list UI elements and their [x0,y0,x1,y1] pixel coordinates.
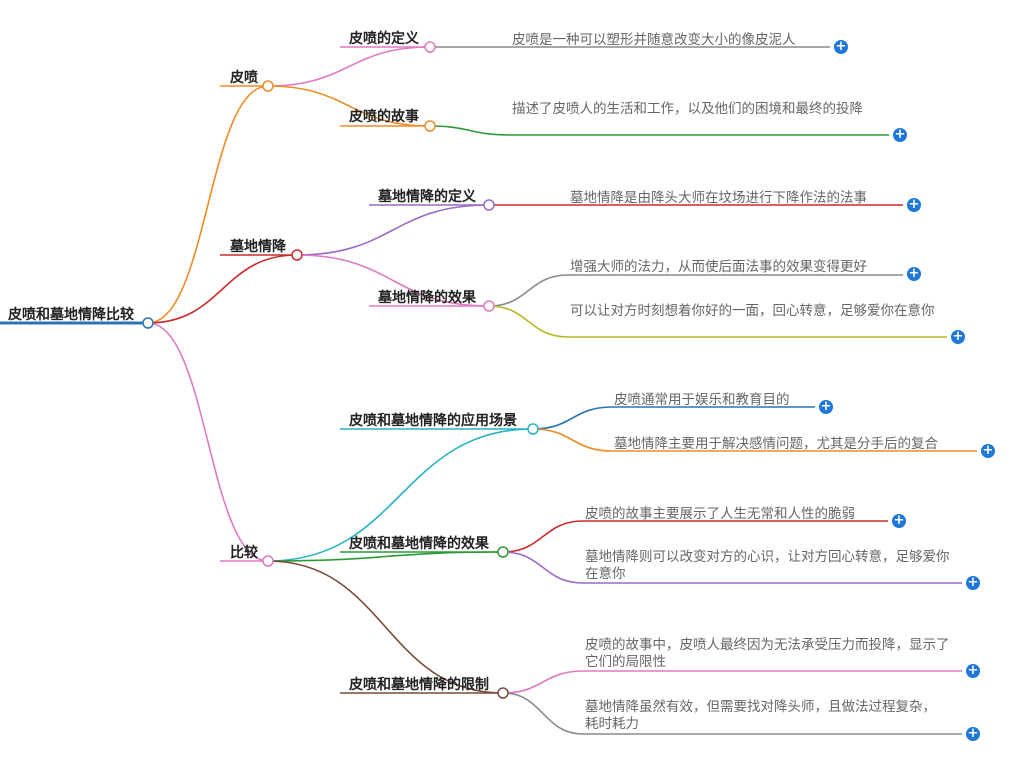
connector [488,305,569,338]
topic-compare-scenarios[interactable]: 皮喷和墓地情降的应用场景 [349,413,517,429]
branch-node-circle [262,80,274,92]
connector [267,428,534,562]
topic-compare-effects[interactable]: 皮喷和墓地情降的效果 [349,536,489,552]
expand-plus-icon[interactable]: + [907,266,921,281]
connector [267,85,431,127]
branch-node-circle [291,249,303,261]
root-topic[interactable]: 皮喷和墓地情降比较 [8,307,134,323]
connector-root-comparison [147,322,269,562]
expand-plus-icon[interactable]: + [966,575,980,590]
leaf-compare-limits-1: 皮喷的故事中，皮喷人最终因为无法承受压力而投降，显示了它们的局限性 [585,637,950,670]
root-node-circle [142,317,154,329]
leaf-pipen-story: 描述了皮喷人的生活和工作，以及他们的困境和最终的投降 [512,101,863,117]
connector [267,560,504,694]
expand-plus-icon[interactable]: + [907,197,921,212]
connector [296,254,490,307]
leaf-compare-scenarios-2: 墓地情降主要用于解决感情问题，尤其是分手后的复合 [614,436,938,452]
branch-pipen[interactable]: 皮喷 [230,70,258,86]
leaf-compare-effects-1: 皮喷的故事主要展示了人生无常和人性的脆弱 [585,506,855,522]
topic-pipen-story[interactable]: 皮喷的故事 [349,109,419,125]
expand-plus-icon[interactable]: + [834,39,848,54]
topic-qingjiang-definition[interactable]: 墓地情降的定义 [378,189,476,205]
topic-compare-limits[interactable]: 皮喷和墓地情降的限制 [349,677,489,693]
leaf-qingjiang-definition: 墓地情降是由降头大师在坟场进行下降作法的法事 [570,190,867,206]
expand-plus-icon[interactable]: + [966,663,980,678]
expand-plus-icon[interactable]: + [981,443,995,458]
expand-plus-icon[interactable]: + [819,399,833,414]
leaf-compare-limits-2: 墓地情降虽然有效，但需要找对降头师，且做法过程复杂，耗时耗力 [585,699,936,732]
leaf-compare-effects-2: 墓地情降则可以改变对方的心识，让对方回心转意，足够爱你在意你 [585,549,950,582]
topic-pipen-definition[interactable]: 皮喷的定义 [349,31,419,47]
branch-comparison[interactable]: 比较 [230,545,258,561]
expand-plus-icon[interactable]: + [892,513,906,528]
branch-node-circle [262,555,274,567]
connector [429,125,511,136]
connector [502,692,584,735]
connector [502,551,584,584]
topic-node-circle [424,120,436,132]
expand-plus-icon[interactable]: + [893,127,907,142]
leaf-qingjiang-effect-2: 可以让对方时刻想着你好的一面，回心转意，足够爱你在意你 [570,303,935,319]
topic-node-circle [424,41,436,53]
branch-mudiqingjiang[interactable]: 墓地情降 [230,239,286,255]
topic-node-circle [483,199,495,211]
expand-plus-icon[interactable]: + [966,726,980,741]
connector [296,204,490,256]
connector [488,274,569,307]
connector [502,670,584,694]
leaf-qingjiang-effect-1: 增强大师的法力，从而使后面法事的效果变得更好 [570,259,867,275]
leaf-pipen-definition: 皮喷是一种可以塑形并随意改变大小的像皮泥人 [512,32,796,48]
connector-root-qingjiang [147,254,298,324]
leaf-compare-scenarios-1: 皮喷通常用于娱乐和教育目的 [614,392,790,408]
connector [267,551,504,562]
connector [502,520,584,553]
topic-qingjiang-effect[interactable]: 墓地情降的效果 [378,290,476,306]
expand-plus-icon[interactable]: + [951,329,965,344]
topic-node-circle [483,300,495,312]
topic-node-circle [497,546,509,558]
connector [532,406,613,430]
connector-root-pipen [147,85,269,324]
connector [267,46,431,87]
connector [532,428,613,452]
topic-node-circle [497,687,509,699]
topic-node-circle [527,423,539,435]
